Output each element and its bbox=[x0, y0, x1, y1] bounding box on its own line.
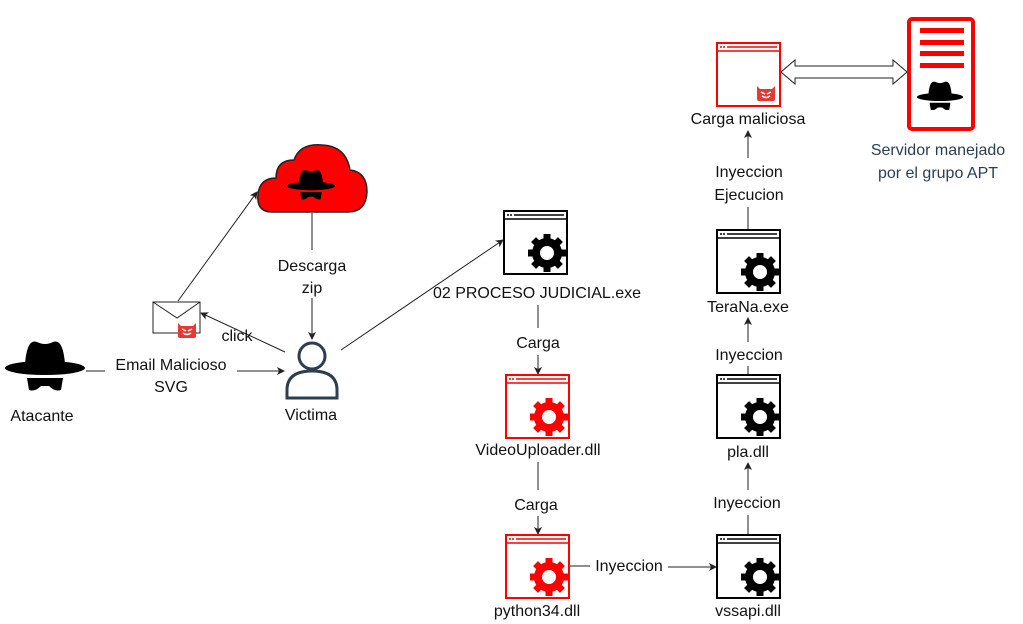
click-label: click bbox=[221, 328, 253, 345]
terana-window-gear-icon[interactable] bbox=[716, 229, 780, 293]
inject-exec-label-line1: Inyeccion bbox=[715, 164, 783, 181]
terana-label: TeraNa.exe bbox=[707, 299, 789, 316]
bidirectional-arrow bbox=[780, 58, 908, 86]
download-label-line2: zip bbox=[302, 280, 323, 297]
load-label-2: Carga bbox=[514, 497, 558, 514]
vssapi-window-gear-icon[interactable] bbox=[716, 534, 780, 598]
vssapi-label: vssapi.dll bbox=[715, 603, 781, 620]
payload-label: Carga maliciosa bbox=[691, 111, 806, 128]
pla-label: pla.dll bbox=[727, 444, 769, 461]
videouploader-window-gear-icon[interactable] bbox=[505, 374, 569, 438]
server-label-line1: Servidor manejado bbox=[871, 142, 1005, 159]
exe-window-gear-icon[interactable] bbox=[503, 210, 567, 274]
edge-victim-exe bbox=[340, 239, 504, 351]
attacker-label: Atacante bbox=[10, 408, 73, 425]
python34-label: python34.dll bbox=[494, 603, 580, 620]
pla-window-gear-icon[interactable] bbox=[716, 374, 780, 438]
spy-hat-icon bbox=[5, 341, 85, 391]
malicious-cloud-icon bbox=[257, 144, 368, 213]
server-label-line2: por el grupo APT bbox=[878, 165, 998, 182]
inject-label-2: Inyeccion bbox=[713, 495, 781, 512]
email-label-line1: Email Malicioso bbox=[115, 357, 226, 374]
user-icon[interactable] bbox=[285, 341, 339, 400]
python34-window-gear-icon[interactable] bbox=[505, 534, 569, 598]
server-spy-icon[interactable] bbox=[907, 17, 975, 131]
email-label-line2: SVG bbox=[154, 379, 188, 396]
exe-label: 02 PROCESO JUDICIAL.exe bbox=[433, 285, 641, 302]
download-label-line1: Descarga bbox=[278, 258, 347, 275]
videouploader-label: VideoUploader.dll bbox=[475, 442, 600, 459]
edges bbox=[86, 58, 908, 571]
payload-window-devil-icon[interactable] bbox=[716, 42, 781, 107]
inject-label-3: Inyeccion bbox=[715, 347, 783, 364]
inject-exec-label-line2: Ejecucion bbox=[714, 187, 783, 204]
inject-label-1: Inyeccion bbox=[595, 558, 663, 575]
victim-label: Victima bbox=[285, 407, 337, 424]
envelope-devil-icon[interactable] bbox=[152, 301, 201, 339]
load-label-1: Carga bbox=[516, 335, 560, 352]
edge-victim-email bbox=[200, 312, 286, 353]
edge-email-cloud bbox=[177, 191, 258, 302]
